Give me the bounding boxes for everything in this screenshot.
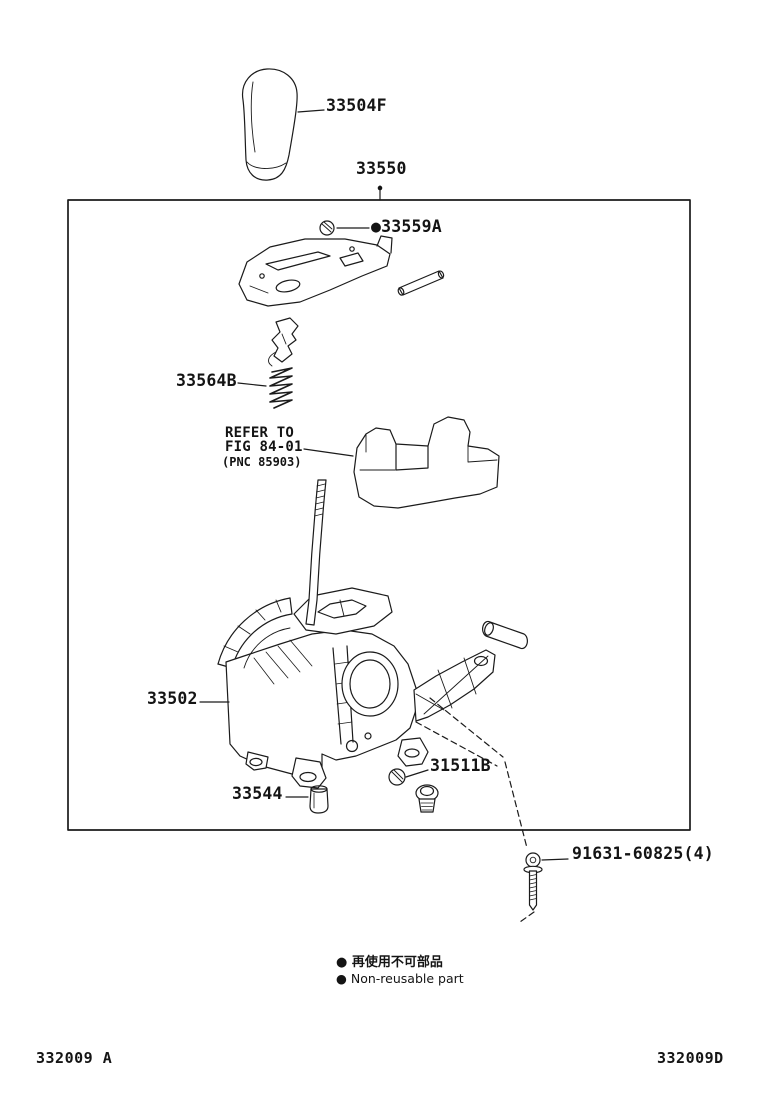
washer-31511b-drawing — [388, 768, 406, 786]
part-label-33504f: 33504F — [326, 96, 387, 115]
figure-code-left: 332009 A — [36, 1049, 113, 1067]
roller-pin-drawing — [482, 620, 528, 650]
leader-lines — [199, 109, 569, 861]
lever-rod-drawing — [305, 479, 327, 626]
figure-code-right: 332009D — [657, 1049, 724, 1067]
part-label-31511b: 31511B — [430, 756, 491, 775]
shift-knob-drawing — [241, 68, 298, 181]
part-label-33559a: ●33559A — [371, 217, 442, 236]
spring-drawing — [269, 367, 293, 409]
dashed-lines — [415, 697, 535, 923]
clip-drawing — [268, 317, 299, 367]
refer-note-line3: (PNC 85903) — [222, 455, 302, 469]
detent-plate-drawing — [238, 235, 393, 307]
legend-non-reusable-jp: ● 再使用不可部品 — [336, 955, 443, 970]
housing-drawing — [225, 587, 496, 789]
part-label-33502: 33502 — [147, 689, 198, 708]
part-label-33564b: 33564B — [176, 371, 237, 390]
pin-drawing — [397, 270, 445, 296]
part-label-33544: 33544 — [232, 784, 283, 803]
refer-note-line2: FIG 84-01 — [225, 439, 303, 455]
refer-note-line1: REFER TO — [225, 425, 295, 441]
washer-33559a-drawing — [319, 220, 335, 236]
cover-drawing — [353, 416, 500, 509]
bolt-91631-drawing — [523, 852, 543, 911]
legend-non-reusable-en: ● Non-reusable part — [336, 971, 464, 986]
assembly-label-33550: 33550 — [356, 159, 407, 178]
part-label-91631-60825: 91631-60825(4) — [572, 844, 714, 863]
cap-33544-drawing — [309, 785, 329, 814]
diagram-frame — [67, 199, 691, 831]
screw-31511b-drawing — [415, 784, 439, 813]
